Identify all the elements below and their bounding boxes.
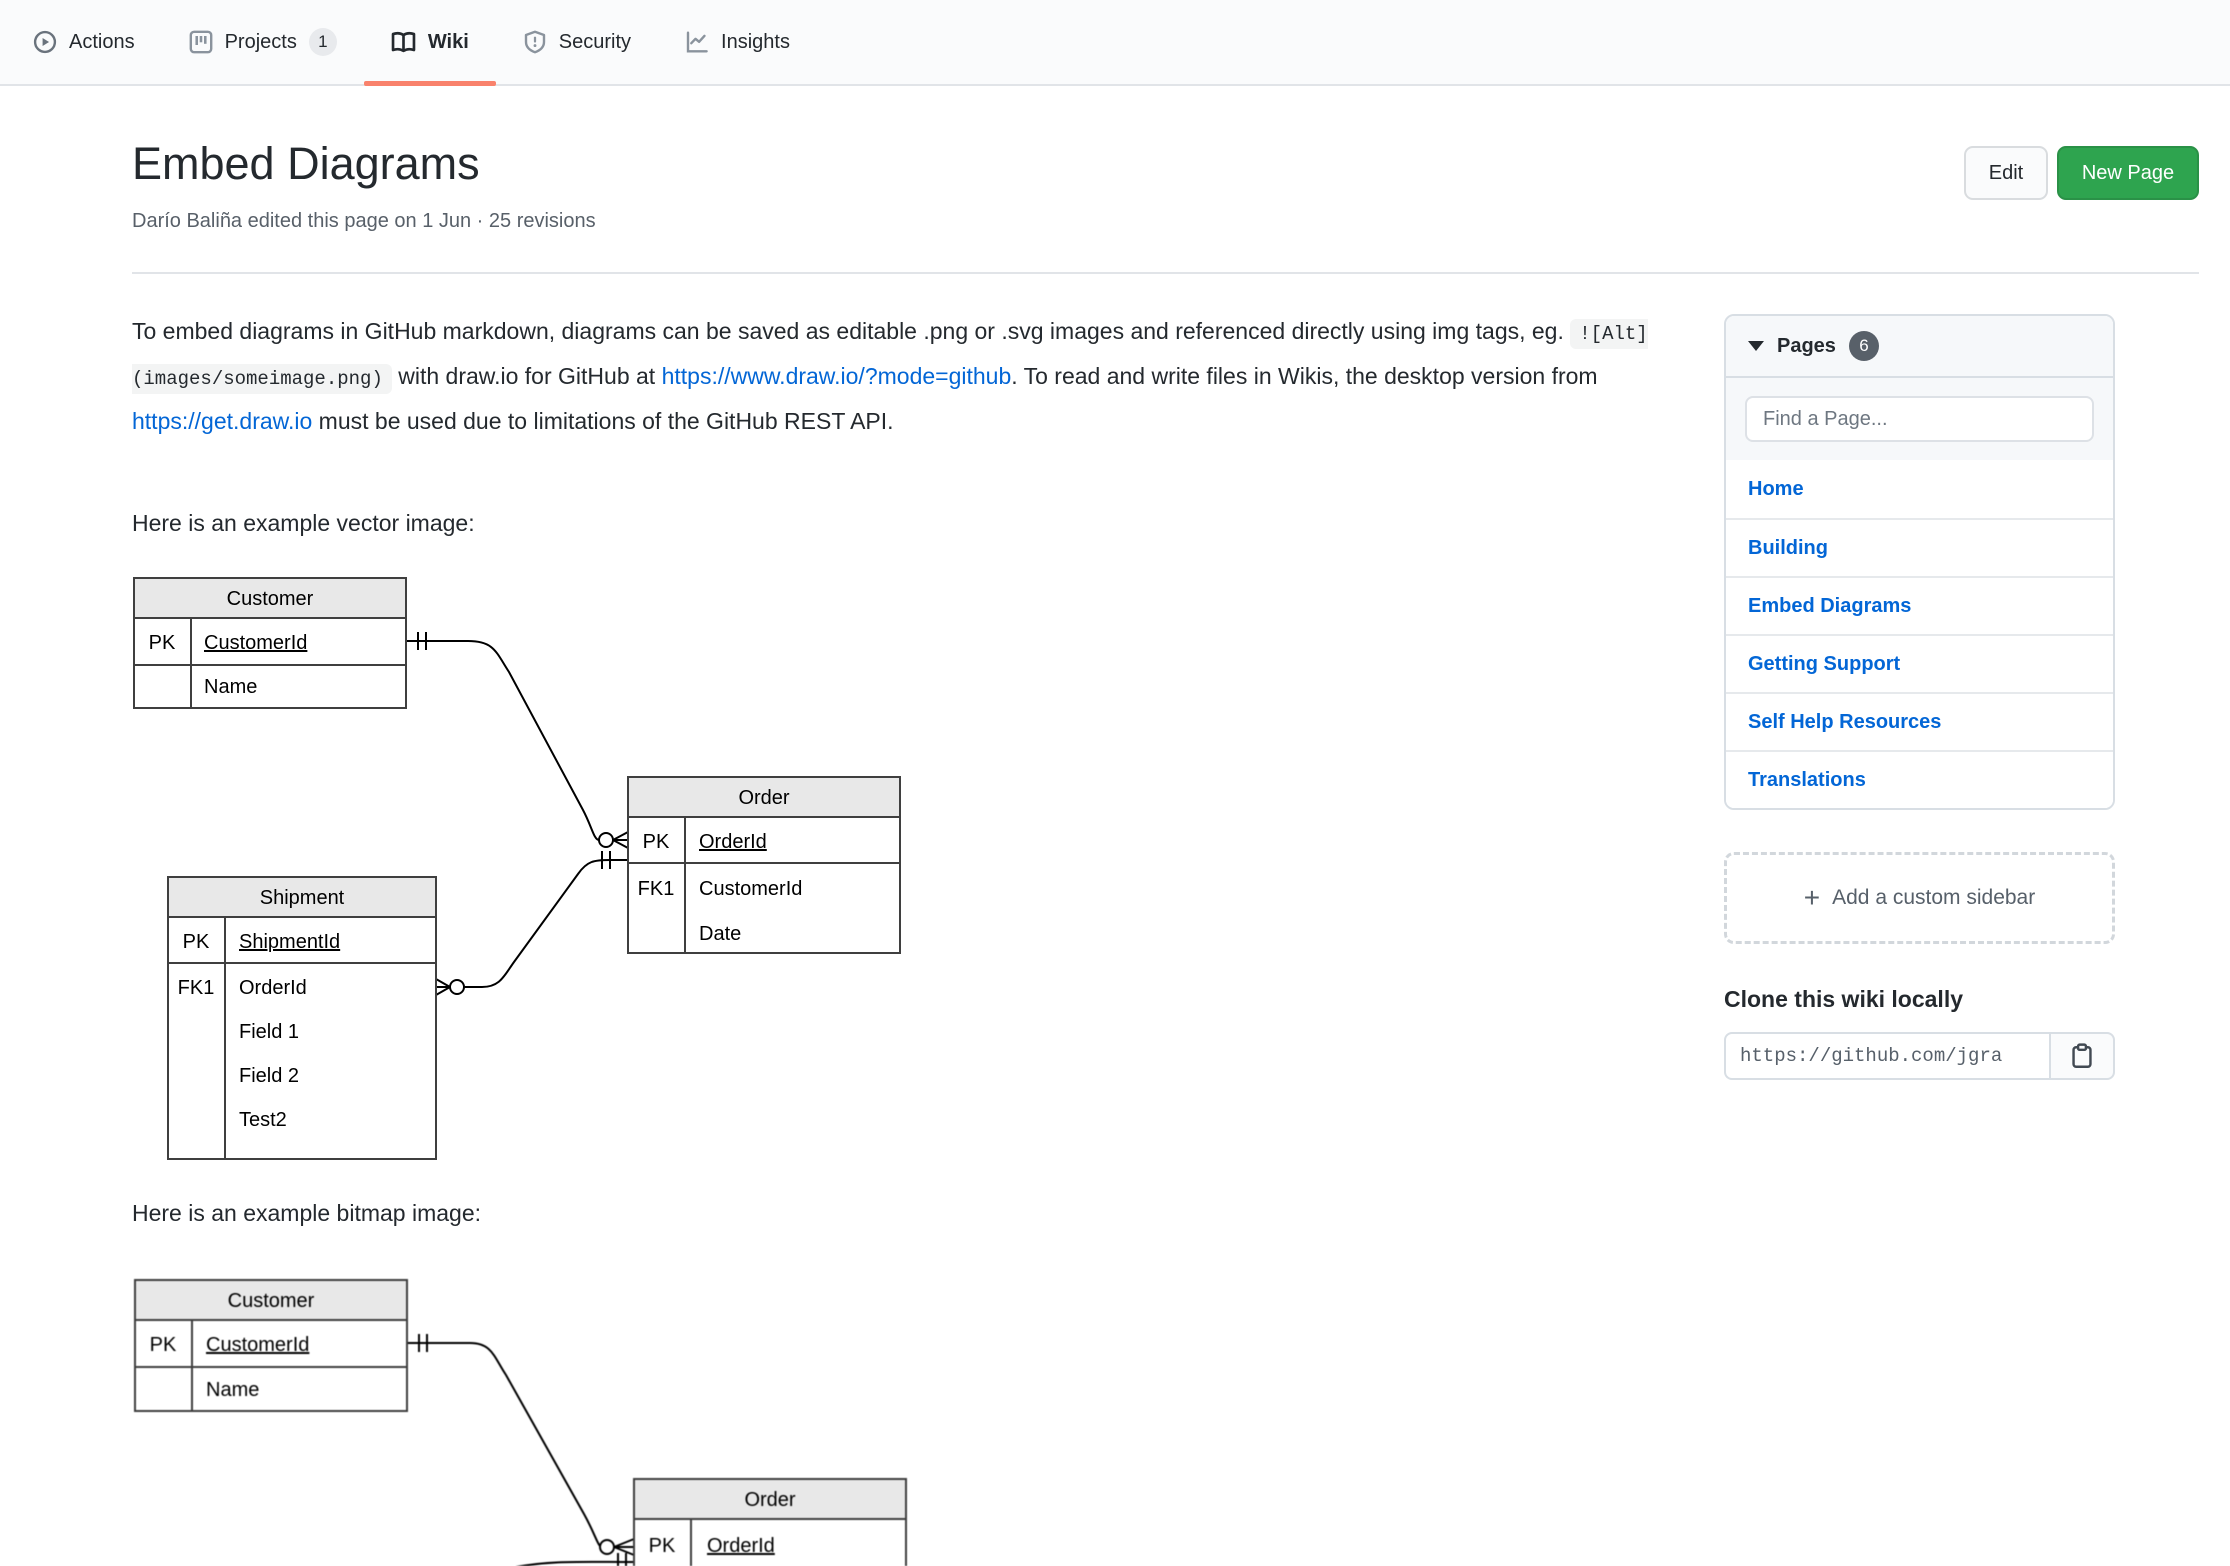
svg-text:Order: Order <box>744 1489 795 1511</box>
svg-text:Name: Name <box>206 1379 259 1401</box>
tab-label: Actions <box>69 30 135 53</box>
svg-text:OrderId: OrderId <box>707 1535 775 1557</box>
svg-text:PK: PK <box>149 632 176 654</box>
er-diagram-bitmap-image: Customer PK CustomerId Name Order PK Ord… <box>134 1279 907 1566</box>
svg-text:CustomerId: CustomerId <box>204 632 307 654</box>
svg-text:Date: Date <box>699 923 741 945</box>
tab-actions[interactable]: Actions <box>6 0 162 84</box>
projects-count-badge: 1 <box>308 28 337 56</box>
page-title: Embed Diagrams <box>132 138 480 189</box>
svg-text:Order: Order <box>738 787 789 809</box>
intro-paragraph: To embed diagrams in GitHub markdown, di… <box>132 318 1648 434</box>
svg-text:Customer: Customer <box>227 588 314 610</box>
chevron-down-icon <box>1748 341 1764 351</box>
vector-image-caption: Here is an example vector image: <box>132 510 475 536</box>
sidebar-item-home[interactable]: Home <box>1726 460 2113 518</box>
svg-text:FK1: FK1 <box>178 977 215 999</box>
clone-wiki-heading: Clone this wiki locally <box>1724 986 1964 1012</box>
page-link[interactable]: Translations <box>1748 768 1866 791</box>
project-board-icon <box>189 30 213 54</box>
svg-text:Field 2: Field 2 <box>239 1065 299 1087</box>
sidebar-item-translations[interactable]: Translations <box>1726 750 2113 808</box>
clone-url-box <box>1724 1032 2115 1080</box>
sidebar-item-building[interactable]: Building <box>1726 518 2113 576</box>
add-custom-sidebar-label: Add a custom sidebar <box>1832 886 2036 909</box>
svg-text:Customer: Customer <box>228 1290 315 1312</box>
tab-label: Security <box>558 30 632 53</box>
tab-label: Projects <box>224 30 297 53</box>
svg-text:PK: PK <box>150 1334 177 1356</box>
pages-title: Pages <box>1777 334 1836 357</box>
copy-to-clipboard-button[interactable] <box>2049 1032 2115 1080</box>
play-icon <box>33 30 57 54</box>
svg-text:FK1: FK1 <box>638 878 675 900</box>
clipboard-icon <box>2072 1043 2092 1068</box>
wiki-pages-panel: Pages 6 Home Building Embed Diagrams Get… <box>1724 314 2115 810</box>
svg-text:Shipment: Shipment <box>260 887 345 909</box>
relation-customer-order <box>407 1334 635 1556</box>
find-page-input[interactable] <box>1745 396 2094 442</box>
er-diagram-vector-image: Customer PK CustomerId Name Order PK Ord… <box>133 577 901 1160</box>
edit-button[interactable]: Edit <box>1964 146 2048 200</box>
relation-customer-order <box>406 632 629 849</box>
sidebar-item-getting-support[interactable]: Getting Support <box>1726 634 2113 692</box>
svg-text:PK: PK <box>183 931 210 953</box>
svg-text:CustomerId: CustomerId <box>699 878 802 900</box>
svg-text:ShipmentId: ShipmentId <box>239 931 340 953</box>
sidebar-item-self-help-resources[interactable]: Self Help Resources <box>1726 692 2113 750</box>
er-table-shipment: Shipment PK ShipmentId FK1 OrderId Field… <box>167 876 437 1160</box>
shield-icon <box>523 30 547 54</box>
relation-shipment-order <box>435 851 628 996</box>
tab-label: Wiki <box>427 30 469 53</box>
pages-count-badge: 6 <box>1848 331 1879 361</box>
pages-search-section <box>1726 378 2113 460</box>
tab-insights[interactable]: Insights <box>658 0 817 84</box>
last-edited-line: Darío Baliña edited this page on 1 Jun ·… <box>132 210 596 232</box>
relation-shipment-order <box>515 1553 635 1566</box>
tab-wiki[interactable]: Wiki <box>363 0 496 86</box>
plus-icon: + <box>1803 882 1821 913</box>
inline-link[interactable]: https://get.draw.io <box>132 408 313 434</box>
svg-text:PK: PK <box>649 1535 676 1557</box>
svg-text:OrderId: OrderId <box>699 831 767 853</box>
inline-link[interactable]: https://www.draw.io/?mode=github <box>661 363 1012 389</box>
pages-panel-header[interactable]: Pages 6 <box>1726 316 2113 378</box>
er-table-customer: Customer PK CustomerId Name <box>134 1279 408 1412</box>
repo-tab-bar: Actions Projects 1 Wiki Security Insig <box>0 0 2230 86</box>
tab-security[interactable]: Security <box>496 0 658 84</box>
book-icon <box>391 30 416 55</box>
svg-text:Test2: Test2 <box>239 1109 287 1131</box>
svg-text:PK: PK <box>643 831 670 853</box>
page-link[interactable]: Embed Diagrams <box>1748 594 1912 617</box>
er-table-order: Order PK OrderId <box>633 1478 907 1566</box>
page-link[interactable]: Building <box>1748 536 1828 559</box>
header-divider <box>132 272 2199 274</box>
new-page-button[interactable]: New Page <box>2057 146 2199 200</box>
page-link[interactable]: Getting Support <box>1748 652 1901 675</box>
sidebar-item-embed-diagrams[interactable]: Embed Diagrams <box>1726 576 2113 634</box>
page-link[interactable]: Self Help Resources <box>1748 710 1942 733</box>
svg-text:Field 1: Field 1 <box>239 1021 299 1043</box>
svg-text:CustomerId: CustomerId <box>206 1334 309 1356</box>
er-table-order: Order PK OrderId FK1 CustomerId Date <box>627 776 901 954</box>
clone-url-input[interactable] <box>1724 1032 2049 1080</box>
tab-projects[interactable]: Projects 1 <box>162 0 364 84</box>
graph-icon <box>685 30 709 54</box>
bitmap-image-caption: Here is an example bitmap image: <box>132 1200 481 1226</box>
tab-label: Insights <box>721 30 790 53</box>
er-table-customer: Customer PK CustomerId Name <box>133 577 407 709</box>
page-link[interactable]: Home <box>1748 477 1804 500</box>
svg-text:OrderId: OrderId <box>239 977 307 999</box>
svg-text:Name: Name <box>204 676 257 698</box>
add-custom-sidebar-button[interactable]: + Add a custom sidebar <box>1724 852 2115 944</box>
